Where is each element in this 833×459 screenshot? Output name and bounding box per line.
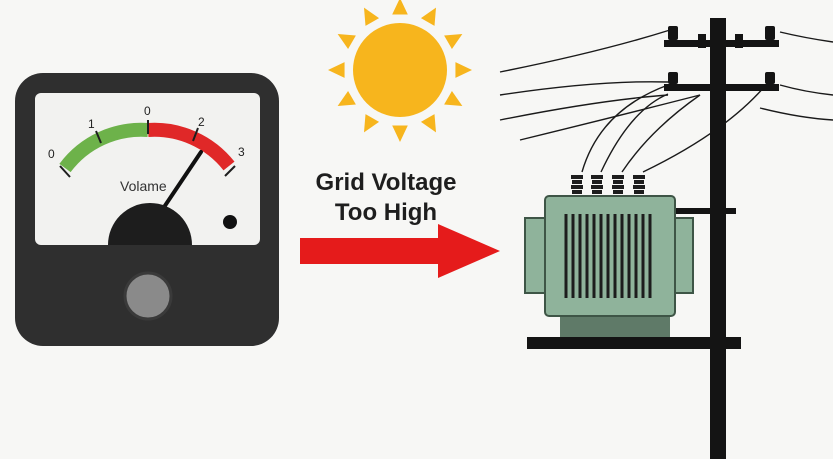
- transformer-bushing: [633, 185, 645, 189]
- transformer-bushing: [571, 175, 583, 179]
- sun-ray: [364, 114, 380, 133]
- transformer-bushing: [571, 185, 583, 189]
- meter-tick-1: 1: [88, 117, 95, 131]
- meter-tick-0: 0: [48, 147, 55, 161]
- transformer-bushing: [634, 190, 644, 194]
- transformer-bushing: [591, 185, 603, 189]
- sun-ray: [364, 7, 380, 26]
- transformer-bushing: [613, 190, 623, 194]
- sun-ray: [444, 34, 463, 50]
- arrow-right-icon: [300, 224, 500, 278]
- sun-icon: [328, 0, 472, 142]
- transformer-bushing: [572, 190, 582, 194]
- transformer-bushing: [634, 180, 644, 184]
- power-lines: [499, 29, 833, 173]
- meter-tick-4: 3: [238, 145, 245, 159]
- caption: Grid Voltage Too High: [298, 168, 474, 228]
- meter-label: Volame: [120, 178, 167, 194]
- transformer-icon: [524, 175, 741, 349]
- sun-ray: [337, 90, 356, 106]
- transformer-bushing: [633, 175, 645, 179]
- sun-ray: [392, 0, 408, 15]
- sun-ray: [444, 90, 463, 106]
- sun-ray: [455, 62, 472, 78]
- sun-ray: [337, 34, 356, 50]
- transformer-bushing: [612, 185, 624, 189]
- meter-red-arc: [147, 122, 235, 171]
- transformer-bushing: [613, 180, 623, 184]
- voltmeter: 0 1 0 2 3 Volame: [15, 73, 279, 346]
- transformer-bushing: [612, 175, 624, 179]
- caption-line-1: Grid Voltage: [315, 169, 457, 196]
- sun-ray: [328, 62, 345, 78]
- meter-tick-3: 2: [198, 115, 205, 129]
- transformer-bushing: [592, 190, 602, 194]
- meter-tick-2: 0: [144, 104, 151, 118]
- sun-ray: [420, 7, 436, 26]
- caption-line-2: Too High: [334, 199, 438, 226]
- sun-ray: [392, 125, 408, 142]
- transformer-bushing: [592, 180, 602, 184]
- meter-green-arc: [59, 122, 149, 173]
- sun-ray: [420, 114, 436, 133]
- transformer-bushing: [591, 175, 603, 179]
- transformer-bushing: [572, 180, 582, 184]
